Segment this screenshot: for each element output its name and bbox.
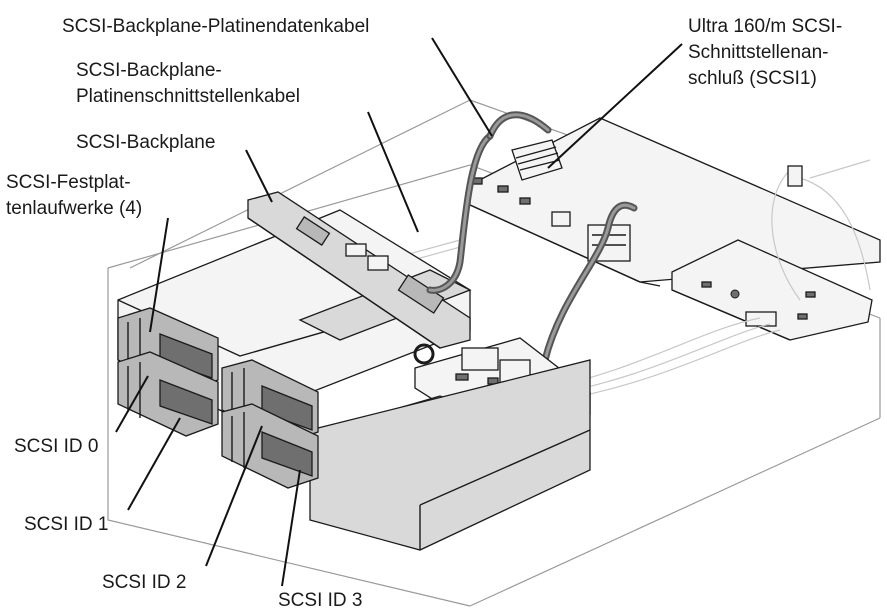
label-backplane: SCSI-Backplane [76,132,215,153]
label-ultra160-line2: Schnittstellenan- [688,42,828,63]
label-interface-cable-line2: Platinenschnittstellenkabel [76,86,300,107]
label-drives-line2: tenlaufwerke (4) [6,198,142,219]
label-ultra160-line1: Ultra 160/m SCSI- [688,16,842,37]
leader-id1 [128,418,180,510]
label-backplane-data-cable: SCSI-Backplane-Platinendatenkabel [62,16,369,37]
label-scsi-id0: SCSI ID 0 [14,436,98,457]
label-drives-line1: SCSI-Festplat- [6,172,131,193]
label-scsi-id2: SCSI ID 2 [102,572,186,593]
motherboard [470,118,880,286]
label-scsi-id3: SCSI ID 3 [278,590,362,609]
leader-backplane-data-cable [432,38,492,136]
label-interface-cable-line1: SCSI-Backplane- [76,60,222,81]
label-ultra160-line3: schluß (SCSI1) [688,68,817,89]
label-scsi-id1: SCSI ID 1 [24,514,108,535]
leader-backplane [246,150,272,202]
